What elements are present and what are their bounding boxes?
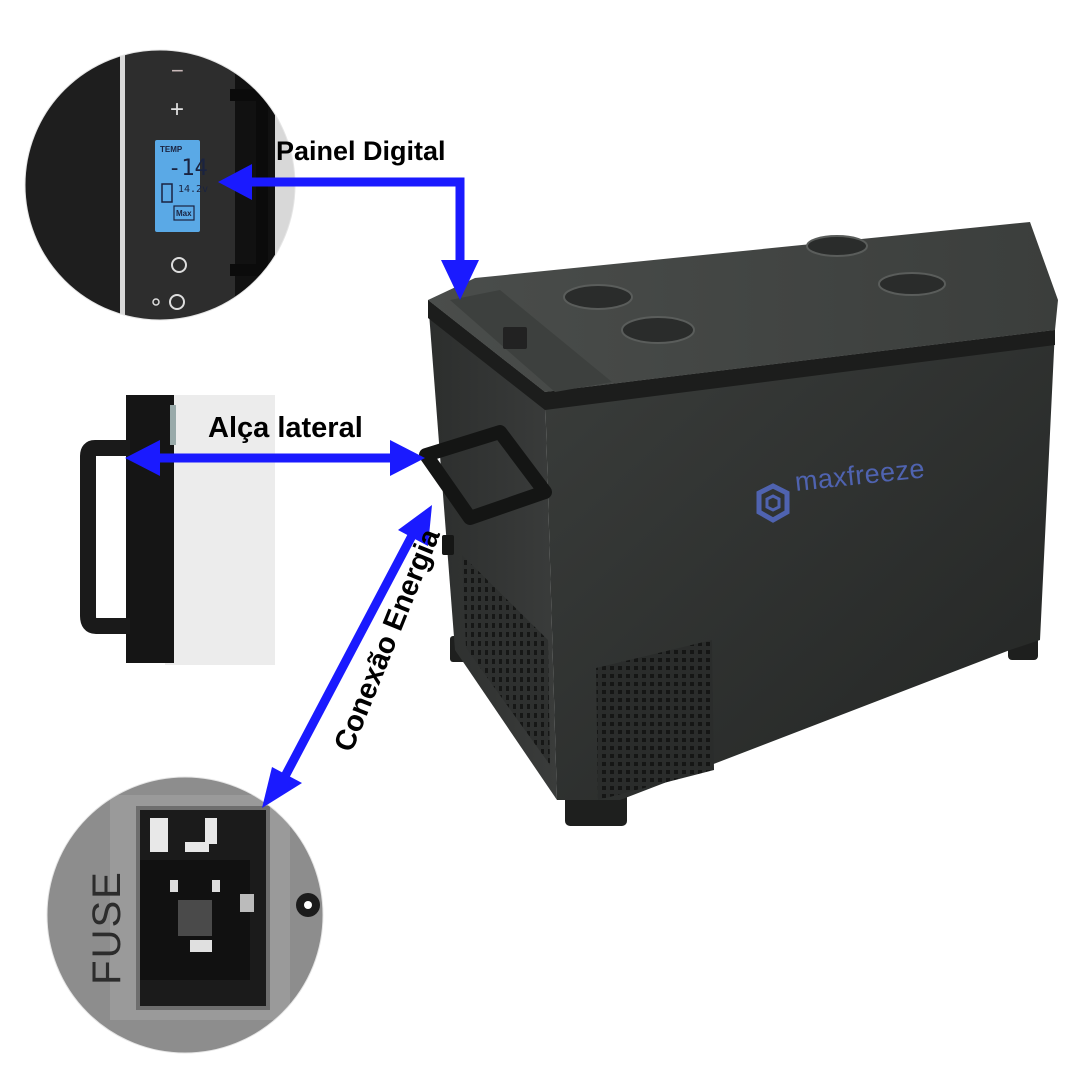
fridge-lid bbox=[428, 222, 1058, 392]
cup-holder bbox=[621, 316, 695, 344]
arrow-head-power-down bbox=[262, 767, 302, 808]
side-power-socket bbox=[442, 535, 454, 555]
cup-holder bbox=[878, 272, 946, 296]
battery-icon bbox=[161, 183, 173, 203]
minus-button-icon: − bbox=[171, 58, 184, 83]
lcd-screen bbox=[155, 140, 200, 232]
side-vent bbox=[462, 555, 550, 765]
portable-fridge bbox=[419, 222, 1058, 826]
control-strip bbox=[450, 290, 612, 392]
cup-holder bbox=[806, 235, 868, 257]
lcd-voltage: 14.2v bbox=[178, 184, 209, 195]
lcd-max-label: Max bbox=[176, 209, 192, 218]
power-icon bbox=[169, 294, 185, 310]
brand-logo-icon bbox=[756, 483, 790, 523]
fridge-lid-rim bbox=[428, 300, 1055, 410]
arrow-head-panel-left bbox=[218, 164, 252, 200]
arrows bbox=[152, 177, 465, 785]
arrow-heads bbox=[125, 164, 479, 808]
plus-button-icon: + bbox=[170, 96, 184, 123]
panel-arrow bbox=[245, 177, 465, 262]
fuse-label: FUSE bbox=[84, 870, 129, 985]
callout-painel-digital: Painel Digital bbox=[276, 136, 446, 166]
arrow-head-handle-left bbox=[125, 440, 160, 476]
arrow-head-panel-down bbox=[441, 260, 479, 300]
side-handle bbox=[419, 425, 552, 525]
lcd-temp-label: TEMP bbox=[160, 145, 183, 154]
arrow-head-handle-right bbox=[390, 440, 425, 476]
callout-alca-lateral: Alça lateral bbox=[208, 412, 363, 444]
front-vent bbox=[596, 640, 714, 800]
cup-holder bbox=[563, 284, 633, 310]
zoom-power-socket bbox=[47, 777, 323, 1053]
lcd-temp-value: -14 bbox=[168, 156, 208, 181]
settings-icon bbox=[171, 257, 187, 273]
power-arrow bbox=[278, 527, 419, 785]
arrow-head-power-up bbox=[398, 505, 432, 546]
brand-logo-inner bbox=[765, 494, 781, 512]
fridge-mini-display bbox=[503, 327, 527, 349]
zoom-side-handle bbox=[80, 395, 275, 665]
